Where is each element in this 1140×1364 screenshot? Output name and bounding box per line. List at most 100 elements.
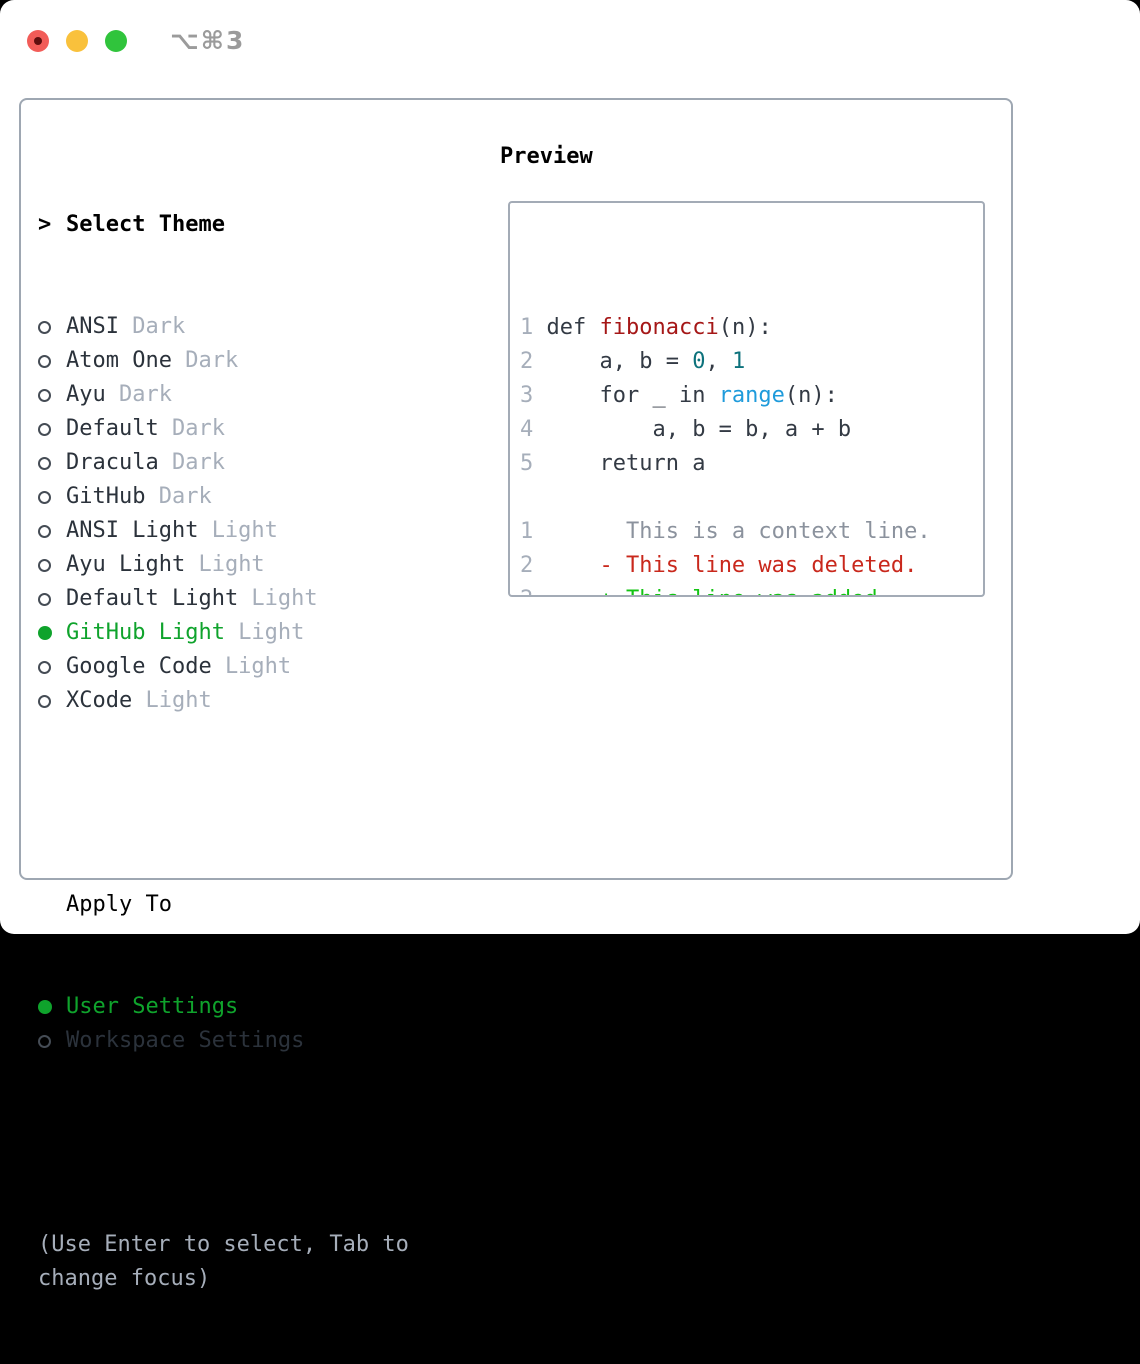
code-line-5: 5 return a (520, 447, 975, 481)
apply-target-label: User Settings (66, 994, 239, 1019)
theme-label: GitHub Light (66, 620, 225, 645)
theme-option-ansi[interactable]: ANSI Dark (38, 310, 483, 344)
screenshot-root: { "window": { "title": "⌥⌘3", "traffic_l… (0, 0, 1140, 1291)
radio-marker (38, 490, 66, 504)
theme-variant-tag: Dark (132, 314, 186, 339)
code-segment: range (718, 383, 785, 408)
spacer (38, 1126, 483, 1160)
theme-variant-tag: Light (224, 654, 292, 679)
cursor-icon: > (38, 212, 52, 237)
theme-option-atom-one[interactable]: Atom One Dark (38, 344, 483, 378)
close-button[interactable] (27, 29, 49, 52)
radio-icon (38, 524, 51, 538)
code-segment: a, b = b, a + b (546, 417, 852, 442)
theme-option-github[interactable]: GitHub Dark (38, 480, 483, 514)
radio-marker (38, 660, 66, 674)
spacer (38, 786, 483, 820)
theme-variant-tag: Dark (171, 450, 225, 475)
line-number: 2 (520, 553, 547, 578)
radio-marker (38, 456, 66, 470)
window-title: ⌥⌘3 (170, 26, 246, 55)
code-line-3: 3 for _ in range(n): (520, 379, 975, 413)
code-segment: This is a context line. (546, 519, 931, 544)
radio-icon (38, 320, 51, 334)
radio-icon (38, 592, 51, 606)
theme-option-dracula[interactable]: Dracula Dark (38, 446, 483, 480)
line-number: 4 (520, 417, 547, 442)
theme-variant-tag: Light (211, 518, 278, 543)
theme-label: Dracula (66, 450, 159, 475)
theme-variant-tag: Light (145, 688, 212, 713)
code-segment: - This line was deleted. (599, 553, 918, 578)
select-theme-title: Select Theme (66, 212, 225, 237)
code-segment: for _ in (546, 383, 719, 408)
zoom-button[interactable] (105, 29, 127, 52)
code-segment: a, b = (546, 349, 693, 374)
radio-marker (38, 1034, 66, 1048)
code-segment: 1 (731, 349, 746, 374)
code-line-4: 4 a, b = b, a + b (520, 413, 975, 447)
radio-marker (38, 388, 66, 402)
blank-line (520, 481, 975, 515)
hint-line-2: change focus) (38, 1266, 211, 1291)
theme-option-default-light[interactable]: Default Light Light (38, 582, 483, 616)
radio-marker (38, 524, 66, 538)
theme-label: XCode (66, 688, 133, 713)
code-segment: (n): (718, 315, 772, 340)
keyboard-hint: (Use Enter to select, Tab to change focus… (38, 1228, 483, 1296)
theme-variant-tag: Light (251, 586, 318, 611)
theme-label: ANSI (66, 314, 119, 339)
line-number: 2 (520, 587, 547, 595)
code-segment: + This line was added. (599, 587, 890, 595)
diff-line-1: 1 This is a context line. (520, 515, 975, 549)
minimize-button[interactable] (66, 29, 88, 52)
apply-target-label: Workspace Settings (66, 1028, 305, 1053)
diff-line-2: 2 - This line was deleted. (520, 549, 975, 583)
line-number: 1 (520, 315, 547, 340)
code-line-2: 2 a, b = 0, 1 (520, 345, 975, 379)
code-segment: (n): (784, 383, 838, 408)
radio-icon (38, 558, 51, 572)
theme-variant-tag: Dark (171, 416, 225, 441)
theme-option-github-light[interactable]: GitHub Light Light (38, 616, 483, 650)
theme-option-xcode[interactable]: XCode Light (38, 684, 483, 718)
line-number: 2 (520, 349, 547, 374)
radio-selected-icon (38, 1000, 52, 1014)
line-number: 1 (520, 519, 547, 544)
radio-marker (38, 626, 66, 640)
code-segment (547, 587, 600, 595)
code-segment (547, 553, 600, 578)
code-segment: def (546, 315, 600, 340)
code-segment: 0 (692, 349, 706, 374)
theme-variant-tag: Dark (158, 484, 212, 509)
title-bar: ⌥⌘3 (27, 26, 245, 55)
radio-icon (38, 1034, 51, 1048)
theme-label: Atom One (66, 348, 172, 373)
hint-line-1: (Use Enter to select, Tab to (38, 1232, 409, 1257)
radio-icon (38, 354, 51, 368)
preview-title: Preview (500, 144, 593, 169)
radio-marker (38, 1000, 66, 1014)
radio-marker (38, 694, 66, 708)
apply-target-option-workspace-settings[interactable]: Workspace Settings (38, 1024, 483, 1058)
theme-variant-tag: Light (238, 620, 305, 645)
theme-variant-tag: Dark (185, 348, 239, 373)
radio-marker (38, 558, 66, 572)
code-segment: , (705, 349, 732, 374)
theme-label: Default Light (66, 586, 239, 611)
apply-target-option-user-settings[interactable]: User Settings (38, 990, 483, 1024)
theme-label: Ayu Light (66, 552, 186, 577)
theme-variant-tag: Dark (118, 382, 172, 407)
theme-label: GitHub (66, 484, 146, 509)
diff-line-3: 2 + This line was added. (520, 583, 975, 595)
theme-picker-panel (19, 98, 1013, 880)
